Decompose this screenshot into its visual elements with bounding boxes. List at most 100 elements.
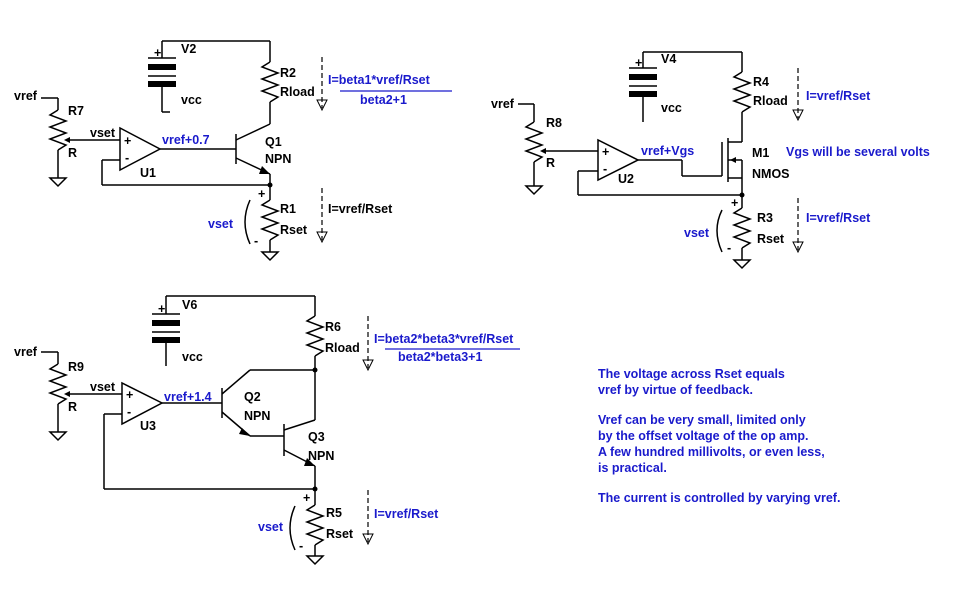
u3-minus: - (127, 405, 131, 419)
r3-minus: - (727, 241, 731, 255)
formula-i-denominator-3: beta2*beta3+1 (398, 350, 482, 364)
label-npn-2: NPN (244, 409, 270, 423)
mosfet-m1 (721, 138, 743, 195)
label-vref-1-4: vref+1.4 (164, 390, 212, 404)
r1-minus: - (254, 234, 258, 248)
notes-block: The voltage across Rset equals vref by v… (598, 367, 840, 505)
label-rload-3: Rload (325, 341, 360, 355)
opamp-plus: + (124, 134, 131, 148)
note-line-6: is practical. (598, 461, 667, 475)
label-vset-2: vset (684, 226, 710, 240)
label-npn-3: NPN (308, 449, 334, 463)
current-arrow-3 (362, 316, 374, 372)
plus-sign: + (154, 46, 161, 60)
resistor-r6 (304, 296, 326, 420)
v6-plus: + (158, 302, 165, 316)
label-r4: R4 (753, 75, 769, 89)
label-r6: R6 (325, 320, 341, 334)
resistor-r2 (259, 41, 281, 124)
battery-v6: + (152, 295, 315, 366)
label-rset-2: Rset (757, 232, 785, 246)
label-r9: R9 (68, 360, 84, 374)
circuit-2-mosfet: + V4 vcc R4 Rload I=vref/Rset vref R8 R (491, 51, 930, 270)
r3-plus: + (731, 196, 738, 210)
current-arrow-rset-2 (792, 198, 804, 254)
label-r2: R2 (280, 66, 296, 80)
formula-i-top-2: I=vref/Rset (806, 89, 871, 103)
opamp-u1: + - (101, 126, 270, 186)
potentiometer-r7 (41, 97, 120, 188)
transistor-q3 (250, 419, 316, 489)
note-line-1: The voltage across Rset equals (598, 367, 785, 381)
formula-i-numerator-1: I=beta1*vref/Rset (328, 73, 431, 87)
formula-i-numerator-3: I=beta2*beta3*vref/Rset (374, 332, 514, 346)
label-q3: Q3 (308, 430, 325, 444)
note-line-7: The current is controlled by varying vre… (598, 491, 840, 505)
formula-i-rset-2: I=vref/Rset (806, 211, 871, 225)
label-v6: V6 (182, 298, 197, 312)
label-vcc-2: vcc (661, 101, 682, 115)
label-vref-1: vref (14, 89, 38, 103)
resistor-r3 (731, 195, 753, 270)
label-rload-2: Rload (753, 94, 788, 108)
circuit-3-darlington: + V6 vcc R6 Rload I=beta2*beta3*vref/Rse… (14, 295, 520, 566)
opamp-u3: + - (103, 381, 315, 490)
label-m1: M1 (752, 146, 769, 160)
current-arrow-rset-1 (316, 188, 328, 244)
label-vset-node-3: vset (90, 380, 116, 394)
resistor-r4 (731, 52, 753, 140)
u2-plus: + (602, 145, 609, 159)
formula-i-rset-3: I=vref/Rset (374, 507, 439, 521)
label-nmos: NMOS (752, 167, 790, 181)
potentiometer-r9 (41, 351, 122, 442)
formula-i-rset-1: I=vref/Rset (328, 202, 393, 216)
label-u1: U1 (140, 166, 156, 180)
label-r1: R1 (280, 202, 296, 216)
label-vcc-3: vcc (182, 350, 203, 364)
label-v4: V4 (661, 52, 676, 66)
label-vref-2: vref (491, 97, 515, 111)
label-r7: R7 (68, 104, 84, 118)
circuit-1-bjt: + V2 vcc R2 Rload I=beta1*vref/Rset beta… (14, 40, 452, 262)
label-v2: V2 (181, 42, 196, 56)
label-u2: U2 (618, 172, 634, 186)
label-r9-value: R (68, 400, 77, 414)
label-r8-value: R (546, 156, 555, 170)
note-line-2: vref by virtue of feedback. (598, 383, 753, 397)
battery-v4: + (629, 51, 742, 122)
label-r3: R3 (757, 211, 773, 225)
resistor-r5 (304, 489, 326, 566)
potentiometer-r8 (518, 103, 598, 196)
label-vset-node-1: vset (90, 126, 116, 140)
label-u3: U3 (140, 419, 156, 433)
label-rload-1: Rload (280, 85, 315, 99)
opamp-minus: - (125, 151, 129, 165)
label-npn-1: NPN (265, 152, 291, 166)
label-q2: Q2 (244, 390, 261, 404)
battery-v2: + (148, 40, 270, 113)
note-line-3: Vref can be very small, limited only (598, 413, 806, 427)
u2-minus: - (603, 162, 607, 176)
r1-plus: + (258, 187, 265, 201)
label-vcc-1: vcc (181, 93, 202, 107)
label-r8: R8 (546, 116, 562, 130)
label-q1: Q1 (265, 135, 282, 149)
note-line-4: by the offset voltage of the op amp. (598, 429, 808, 443)
label-rset-3: Rset (326, 527, 354, 541)
r5-plus: + (303, 491, 310, 505)
v4-plus: + (635, 56, 642, 70)
label-vset-3: vset (258, 520, 284, 534)
label-r7-value: R (68, 146, 77, 160)
formula-i-denominator-1: beta2+1 (360, 93, 407, 107)
current-arrow-2 (792, 68, 804, 122)
note-vgs: Vgs will be several volts (786, 145, 930, 159)
note-line-5: A few hundred millivolts, or even less, (598, 445, 825, 459)
current-arrow-rset-3 (362, 490, 374, 546)
label-vset-1: vset (208, 217, 234, 231)
label-vref-3: vref (14, 345, 38, 359)
opamp-u2: + - (577, 138, 742, 196)
resistor-r1 (259, 185, 281, 262)
current-arrow-1 (316, 57, 328, 112)
transistor-q2 (221, 369, 315, 437)
